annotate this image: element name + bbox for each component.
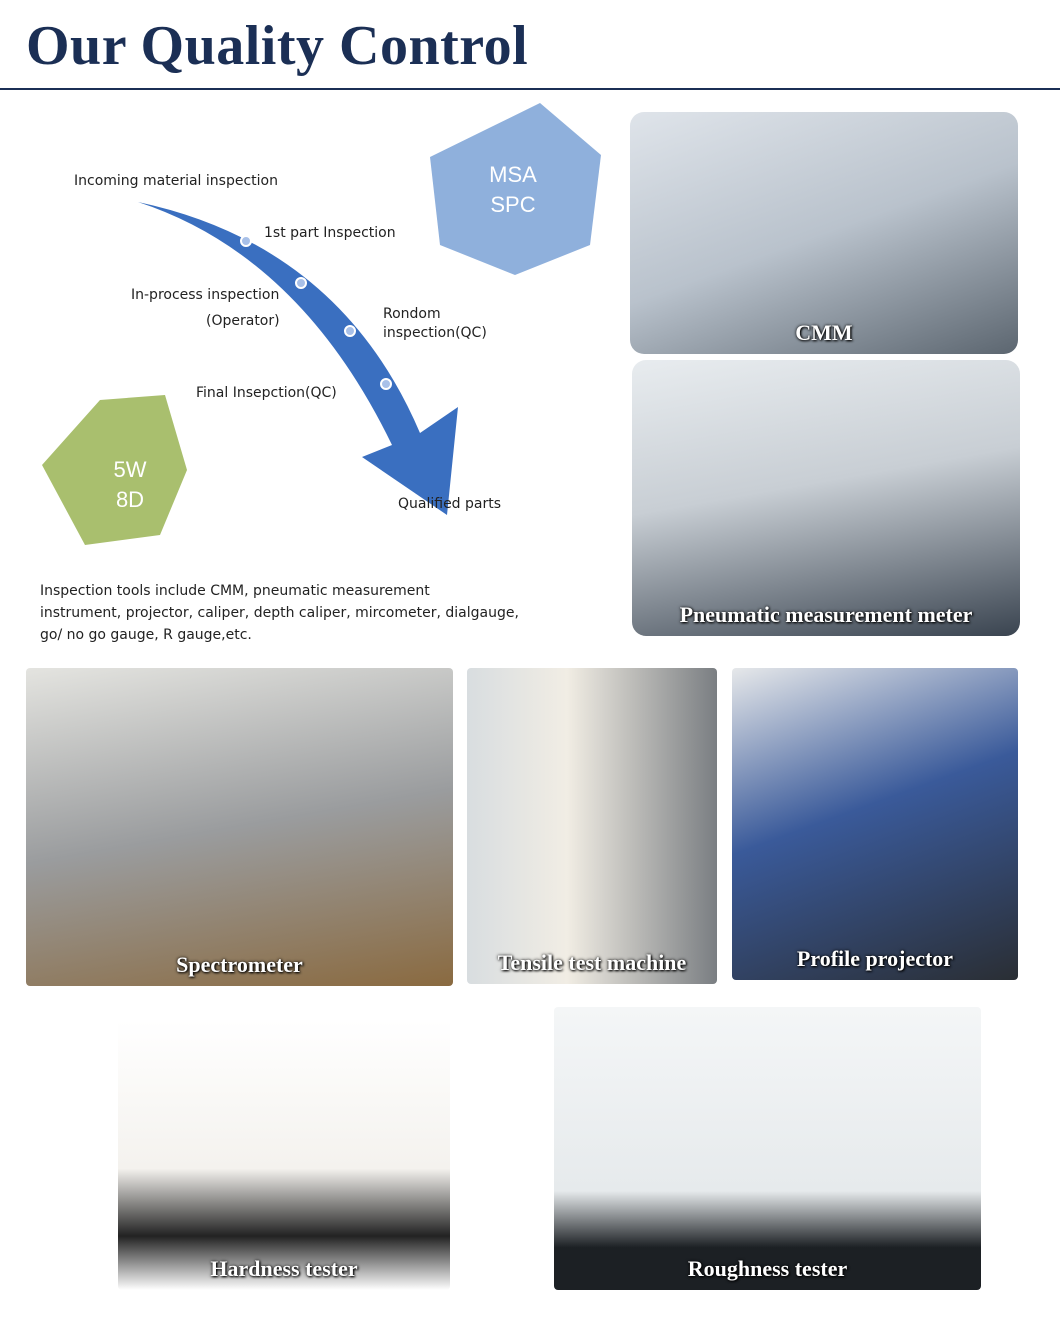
flow-dot <box>295 277 307 289</box>
hex-blue-shape <box>430 103 601 275</box>
flow-diagram <box>42 103 601 545</box>
page-title: Our Quality Control <box>26 15 529 77</box>
photo-caption: Roughness tester <box>687 1256 848 1281</box>
step-first-part: 1st part Inspection <box>264 225 396 241</box>
hex-green-shape <box>42 395 187 545</box>
inspection-tools-text: Inspection tools include CMM, pneumatic … <box>40 580 560 646</box>
photo-caption: Profile projector <box>796 946 954 971</box>
photo-pneumatic: Pneumatic measurement meter <box>632 360 1020 636</box>
tools-line: Inspection tools include CMM, pneumatic … <box>40 583 430 599</box>
photo-caption: Spectrometer <box>176 952 303 977</box>
photo-caption: CMM <box>795 320 853 345</box>
photo-spectrometer: Spectrometer <box>26 668 453 986</box>
hex-label: SPC <box>490 192 536 217</box>
flow-arrow <box>138 202 458 515</box>
flow-dot <box>344 325 356 337</box>
photo-profile-projector: Profile projector <box>732 668 1018 980</box>
step-random: Rondom <box>383 306 441 322</box>
photo-cmm: CMM <box>630 112 1018 354</box>
photo-roughness: Roughness tester <box>554 1007 981 1290</box>
step-in-process-operator: (Operator) <box>206 313 280 329</box>
hex-msa-spc: MSA SPC <box>478 160 548 220</box>
step-qualified: Qualified parts <box>398 496 502 512</box>
step-random-qc: inspection(QC) <box>383 325 487 341</box>
step-final: Final Insepction(QC) <box>196 385 337 401</box>
tools-line: go/ no go gauge, R gauge,etc. <box>40 627 252 643</box>
hex-label: 8D <box>115 487 145 512</box>
step-incoming: Incoming material inspection <box>74 173 278 189</box>
title-divider <box>0 88 1060 90</box>
hex-5w-8d: 5W 8D <box>95 455 165 515</box>
photo-caption: Pneumatic measurement meter <box>679 602 973 627</box>
flow-dot <box>240 235 252 247</box>
photo-tensile: Tensile test machine <box>467 668 717 984</box>
step-in-process: In-process inspection <box>131 287 280 303</box>
flow-dot <box>380 378 392 390</box>
photo-caption: Tensile test machine <box>497 950 687 975</box>
photo-caption: Hardness tester <box>210 1256 358 1281</box>
photo-hardness: Hardness tester <box>118 1020 450 1290</box>
hex-label: 5W <box>113 457 147 482</box>
hex-label: MSA <box>489 162 537 187</box>
tools-line: instrument, projector, caliper, depth ca… <box>40 605 519 621</box>
